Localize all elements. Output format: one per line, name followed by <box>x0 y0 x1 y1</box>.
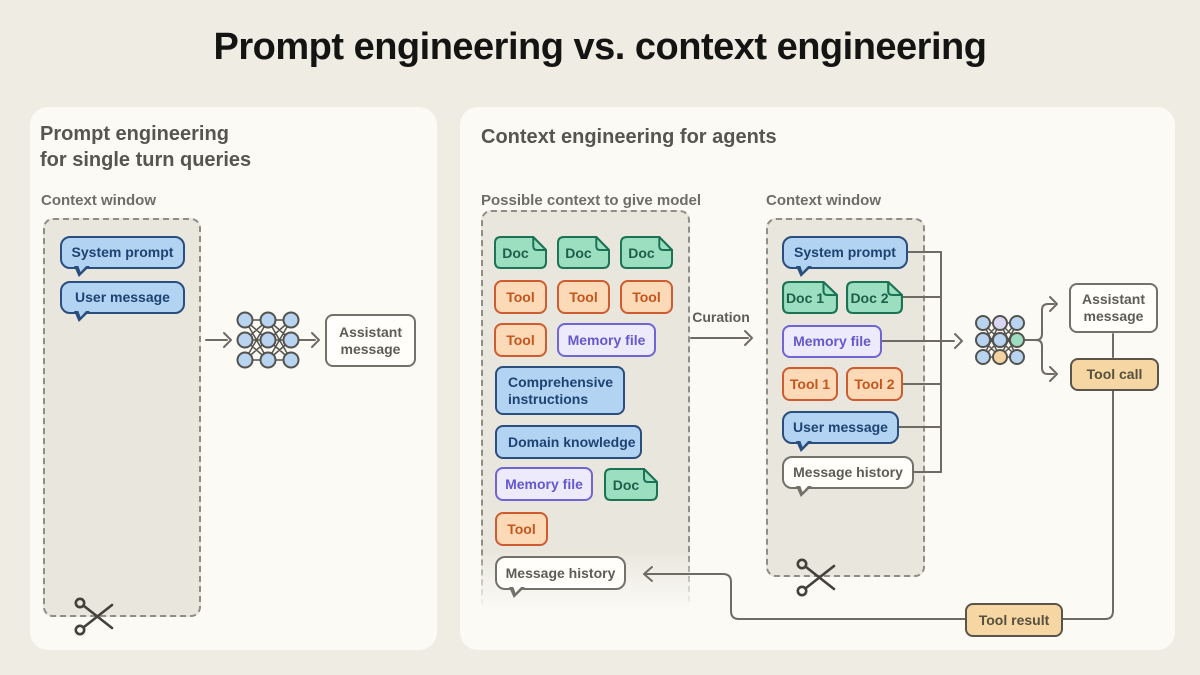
doc-item-2: Doc <box>557 236 610 269</box>
memory-file-label: Memory file <box>505 475 583 492</box>
comprehensive-instructions-box: Comprehensive instructions <box>495 366 625 415</box>
doc-label: Doc <box>628 244 655 261</box>
left-context-window-box <box>43 218 201 617</box>
system-prompt-label: System prompt <box>71 244 174 260</box>
cw-message-history-bubble: Message history <box>782 456 914 489</box>
left-panel-heading: Prompt engineering for single turn queri… <box>40 123 252 171</box>
cw-user-message-bubble: User message <box>782 411 899 444</box>
doc-icon <box>494 236 547 269</box>
tool-label: Tool <box>632 288 661 305</box>
tool-label: Tool <box>507 520 536 537</box>
cw-doc2-item: Doc 2 <box>846 281 903 314</box>
tool-label: Tool <box>569 288 598 305</box>
curation-label: Curation <box>692 309 750 325</box>
user-message-label: User message <box>75 289 170 305</box>
memory-file-item-1: Memory file <box>557 323 656 357</box>
cw-doc2-label: Doc 2 <box>850 289 889 306</box>
assistant-message-output-label: Assistant message <box>1081 291 1146 324</box>
tool-label: Tool <box>506 331 535 348</box>
cw-message-history-label: Message history <box>793 464 903 480</box>
memory-file-item-2: Memory file <box>495 467 593 501</box>
cw-tool2-item: Tool 2 <box>846 367 903 401</box>
cw-user-message-label: User message <box>793 419 888 435</box>
cw-tool2-label: Tool 2 <box>854 375 895 392</box>
left-context-window-label: Context window <box>41 192 156 209</box>
tool-item-2: Tool <box>557 280 610 314</box>
page-title: Prompt engineering vs. context engineeri… <box>213 26 987 68</box>
cw-doc1-item: Doc 1 <box>782 281 838 314</box>
cw-tool1-item: Tool 1 <box>782 367 838 401</box>
domain-knowledge-box: Domain knowledge <box>495 425 642 459</box>
doc-label: Doc <box>565 244 592 261</box>
assistant-message-output-box: Assistant message <box>1069 283 1158 333</box>
user-message-bubble: User message <box>60 281 185 314</box>
doc-icon <box>846 281 903 314</box>
tool-item-3: Tool <box>620 280 673 314</box>
domain-knowledge-label: Domain knowledge <box>508 433 636 450</box>
doc-item-1: Doc <box>494 236 547 269</box>
cw-system-prompt-bubble: System prompt <box>782 236 908 269</box>
doc-label: Doc <box>612 476 640 493</box>
cw-doc1-label: Doc 1 <box>785 289 825 306</box>
tool-label: Tool <box>506 288 535 305</box>
doc-item-3: Doc <box>620 236 673 269</box>
message-history-label: Message history <box>505 564 616 581</box>
memory-file-label: Memory file <box>567 331 646 348</box>
tool-item-1: Tool <box>494 280 547 314</box>
doc-icon <box>620 236 673 269</box>
message-history-bubble-source: Message history <box>495 556 626 590</box>
tool-result-label: Tool result <box>978 611 1050 628</box>
possible-context-label: Possible context to give model <box>481 192 702 209</box>
right-context-window-label: Context window <box>766 192 881 209</box>
tool-call-label: Tool call <box>1086 366 1143 382</box>
cw-memory-file-item: Memory file <box>782 325 882 358</box>
doc-label: Doc <box>502 244 529 261</box>
doc-icon <box>782 281 838 314</box>
system-prompt-bubble: System prompt <box>60 236 185 269</box>
tool-result-box: Tool result <box>965 603 1063 637</box>
comprehensive-instructions-label: Comprehensive instructions <box>508 373 614 407</box>
tool-call-box: Tool call <box>1070 358 1159 391</box>
tool-item-5: Tool <box>495 512 548 546</box>
tool-item-4: Tool <box>494 323 547 357</box>
cw-tool1-label: Tool 1 <box>789 375 831 392</box>
cw-system-prompt-label: System prompt <box>794 244 896 260</box>
assistant-message-label: Assistant message <box>338 323 403 357</box>
cw-memory-file-label: Memory file <box>793 333 871 349</box>
doc-item-4: Doc <box>604 468 658 501</box>
right-panel-heading: Context engineering for agents <box>481 126 777 148</box>
doc-icon <box>557 236 610 269</box>
assistant-message-box: Assistant message <box>325 314 416 367</box>
